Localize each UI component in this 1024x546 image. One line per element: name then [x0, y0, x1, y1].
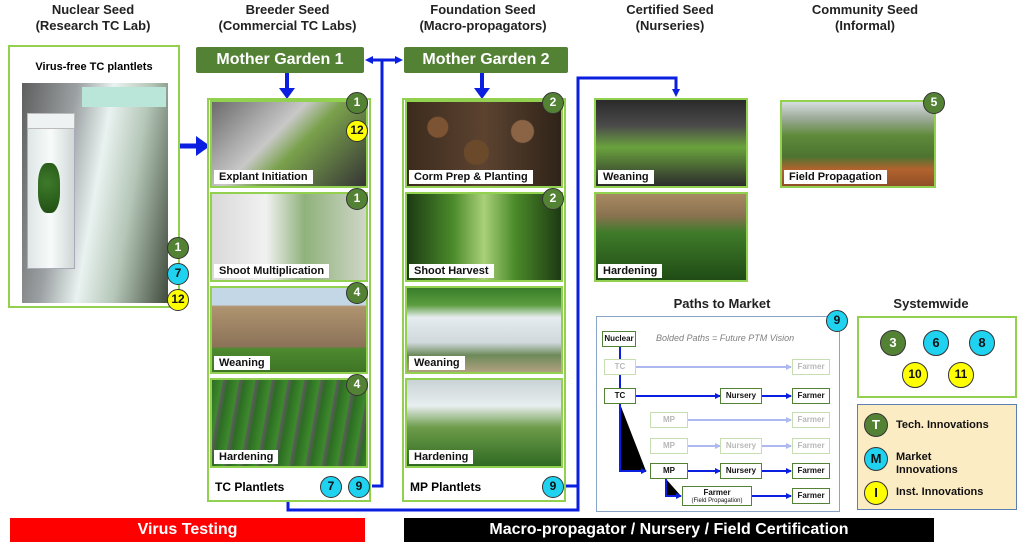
ptm-node-farmer-1: Farmer	[792, 388, 830, 404]
foundation-badge-2a: 2	[542, 92, 564, 114]
foundation-step-weaning: Weaning	[405, 286, 563, 374]
community-field-photo: Field Propagation	[780, 100, 936, 188]
nuclear-panel: Virus-free TC plantlets 1 7 12	[8, 45, 189, 311]
ptm-node-farmer-faded-3: Farmer	[792, 438, 830, 454]
ptm-note: Bolded Paths = Future PTM Vision	[656, 333, 795, 343]
breeder-step-label: Explant Initiation	[214, 170, 313, 184]
certified-step-label: Hardening	[598, 264, 663, 278]
nuclear-photo	[22, 83, 168, 303]
ptm-node-tc-faded: TC	[604, 359, 636, 375]
ptm-node-farmer-faded-2: Farmer	[792, 412, 830, 428]
ptm-connectors	[619, 347, 792, 499]
mother-garden-1: Mother Garden 1	[196, 47, 364, 73]
ptm-node-mp-faded-1: MP	[650, 412, 688, 428]
foundation-output-badge-9: 9	[542, 476, 564, 498]
nuclear-badge-1: 1	[167, 237, 189, 259]
ptm-node-nuclear: Nuclear	[602, 331, 636, 347]
breeder-step-hardening: Hardening	[210, 378, 368, 468]
col-header-community: Community Seed(Informal)	[811, 2, 919, 33]
foundation-step-label: Corm Prep & Planting	[409, 170, 533, 184]
foundation-step-corm: Corm Prep & Planting	[405, 100, 563, 188]
certified-step-label: Weaning	[598, 170, 654, 184]
foundation-step-label: Hardening	[409, 450, 474, 464]
ptm-node-mp-faded-2: MP	[650, 438, 688, 454]
certification-bar: Macro-propagator / Nursery / Field Certi…	[404, 518, 934, 542]
systemwide-panel	[857, 316, 1017, 398]
foundation-output-label: MP Plantlets	[410, 480, 482, 494]
arrow-tc-to-mg2	[372, 56, 403, 488]
foundation-step-shoot-harvest: Shoot Harvest	[405, 192, 563, 282]
breeder-badge-1b: 1	[346, 188, 368, 210]
breeder-step-weaning: Weaning	[210, 286, 368, 374]
breeder-step-label: Weaning	[214, 356, 270, 370]
ptm-node-farmer-3: Farmer	[792, 488, 830, 504]
breeder-step-label: Shoot Multiplication	[214, 264, 330, 278]
systemwide-badge-6: 6	[923, 330, 949, 356]
mother-garden-2: Mother Garden 2	[404, 47, 568, 73]
ptm-node-mp: MP	[650, 463, 688, 479]
nuclear-title: Virus-free TC plantlets	[35, 61, 153, 73]
foundation-badge-2b: 2	[542, 188, 564, 210]
breeder-badge-1a: 1	[346, 92, 368, 114]
systemwide-title: Systemwide	[893, 296, 969, 311]
breeder-output-label: TC Plantlets	[215, 480, 285, 494]
breeder-badge-4b: 4	[346, 374, 368, 396]
ptm-node-farmer-2: Farmer	[792, 463, 830, 479]
breeder-step-label: Hardening	[214, 450, 279, 464]
nuclear-badge-12: 12	[167, 289, 189, 311]
systemwide-badge-8: 8	[969, 330, 995, 356]
ptm-title: Paths to Market	[673, 296, 771, 311]
plantlet-icon	[38, 163, 60, 213]
certified-step-weaning: Weaning	[594, 98, 748, 188]
breeder-output-badge-7: 7	[320, 476, 342, 498]
ptm-node-nursery-2: Nursery	[720, 463, 762, 479]
certified-step-hardening: Hardening	[594, 192, 748, 282]
nuclear-badge-7: 7	[167, 263, 189, 285]
community-badge-5: 5	[923, 92, 945, 114]
ptm-node-farmer-faded-1: Farmer	[792, 359, 830, 375]
col-header-breeder: Breeder Seed(Commercial TC Labs)	[218, 2, 357, 33]
systemwide-badge-10: 10	[902, 362, 928, 388]
legend-market-icon: M	[864, 447, 888, 471]
legend-tech-label: Tech. Innovations	[896, 419, 989, 431]
legend-market-label: Market Innovations	[896, 451, 958, 476]
breeder-step-explant: Explant Initiation	[210, 100, 368, 188]
systemwide-badge-3: 3	[880, 330, 906, 356]
ptm-node-farmer-field: Farmer (Field Propagation)	[682, 486, 752, 506]
breeder-step-shoot-mult: Shoot Multiplication	[210, 192, 368, 282]
legend-inst-icon: I	[864, 481, 888, 505]
arrow-bottom-loop	[286, 486, 580, 512]
breeder-output-badge-9: 9	[348, 476, 370, 498]
ptm-node-tc: TC	[604, 388, 636, 404]
foundation-step-hardening: Hardening	[405, 378, 563, 468]
col-header-certified: Certified Seed(Nurseries)	[626, 2, 714, 33]
col-header-foundation: Foundation Seed(Macro-propagators)	[419, 2, 547, 33]
ptm-badge-9: 9	[826, 310, 848, 332]
arrow-foundation-to-certified	[566, 76, 680, 488]
foundation-step-label: Shoot Harvest	[409, 264, 494, 278]
community-label: Field Propagation	[784, 170, 887, 184]
breeder-badge-12: 12	[346, 120, 368, 142]
legend-tech-icon: T	[864, 413, 888, 437]
ptm-node-nursery-1: Nursery	[720, 388, 762, 404]
foundation-step-label: Weaning	[409, 356, 465, 370]
ptm-node-nursery-faded: Nursery	[720, 438, 762, 454]
legend-inst-label: Inst. Innovations	[896, 486, 984, 498]
systemwide-badge-11: 11	[948, 362, 974, 388]
breeder-badge-4a: 4	[346, 282, 368, 304]
col-header-nuclear: Nuclear Seed(Research TC Lab)	[35, 2, 151, 33]
virus-testing-bar: Virus Testing	[10, 518, 365, 542]
